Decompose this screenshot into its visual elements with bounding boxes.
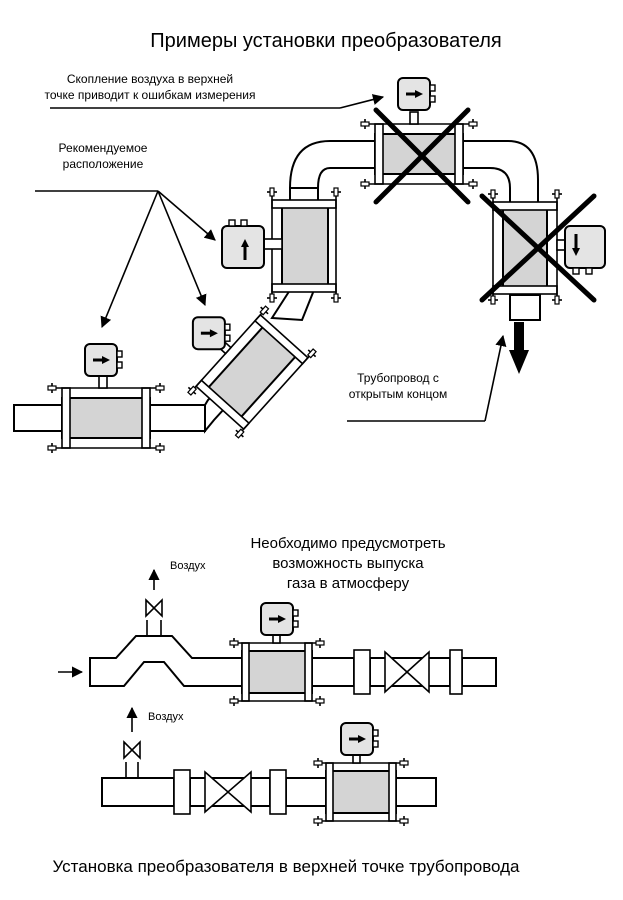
vent-valve-icon xyxy=(145,598,163,618)
air-label: Воздух xyxy=(170,560,206,572)
diagram-title: Примеры установки преобразователя xyxy=(150,30,501,52)
air-label: Воздух xyxy=(148,711,184,723)
outflow-arrow-icon xyxy=(509,322,529,374)
open-end-label: Трубопровод с xyxy=(357,371,439,385)
converter-head-icon xyxy=(259,601,300,637)
converter-head-icon xyxy=(396,76,437,112)
pipeline-example-1: Воздух xyxy=(58,560,497,707)
shutoff-valve-icon xyxy=(384,650,430,694)
recommended-label: расположение xyxy=(63,157,144,171)
converter-inclined xyxy=(184,303,320,441)
vent-valve-icon xyxy=(123,740,141,760)
converter-horizontal xyxy=(47,342,165,454)
converter-open-end-wrong xyxy=(479,189,606,305)
vent-note: газа в атмосферу xyxy=(287,575,410,592)
air-accumulation-label: Скопление воздуха в верхней xyxy=(67,72,233,86)
vent-note: Необходимо предусмотреть xyxy=(250,535,445,552)
bottom-caption: Установка преобразователя в верхней точк… xyxy=(53,857,521,876)
pipeline-example-2: Воздух xyxy=(101,706,437,827)
vent-note: возможность выпуска xyxy=(272,555,424,572)
converter-top-wrong xyxy=(360,76,478,205)
shutoff-valve-icon xyxy=(204,770,252,814)
converter-head-icon xyxy=(339,721,380,757)
recommended-label: Рекомендуемое xyxy=(59,141,148,155)
converter-head-icon xyxy=(83,342,124,378)
air-accumulation-label: точке приводит к ошибкам измерения xyxy=(44,88,255,102)
converter-vertical xyxy=(221,187,342,303)
converter-head-icon xyxy=(191,315,232,351)
open-end-label: открытым концом xyxy=(349,387,448,401)
